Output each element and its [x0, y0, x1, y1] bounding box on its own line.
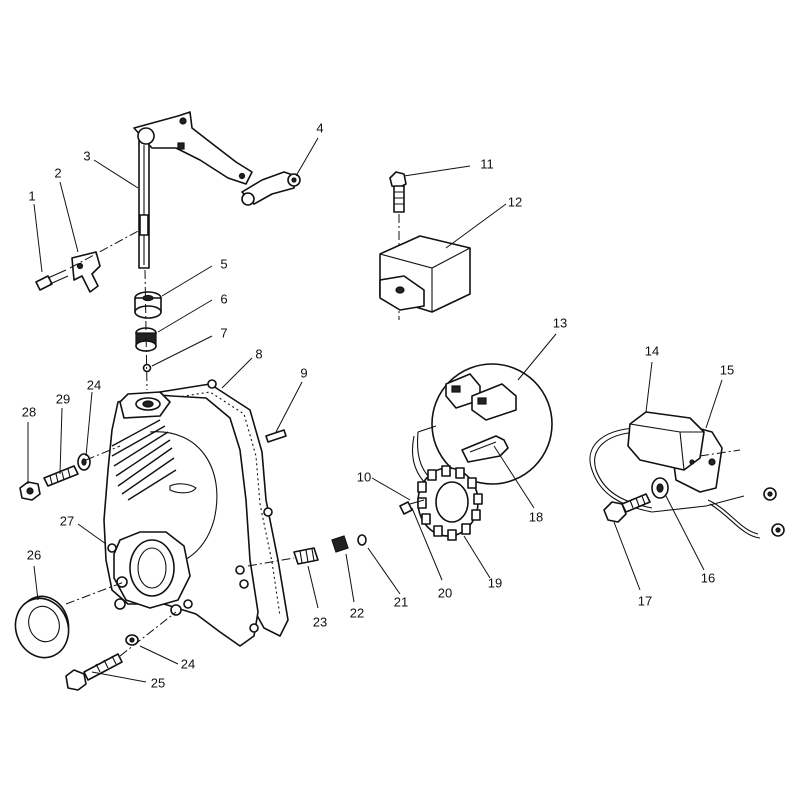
- rectifier-regulator[interactable]: [379, 235, 471, 313]
- hex-nut[interactable]: [19, 481, 41, 501]
- callout-24-lower: 24: [181, 656, 195, 671]
- ring-terminal-2[interactable]: [771, 523, 785, 537]
- callout-11: 11: [480, 156, 494, 171]
- stator-screw[interactable]: [399, 499, 425, 515]
- washer-upper[interactable]: [77, 453, 91, 471]
- callout-7: 7: [220, 325, 227, 340]
- governor-arm[interactable]: [133, 111, 253, 185]
- washer-lower[interactable]: [125, 634, 139, 646]
- callout-12: 12: [508, 194, 522, 209]
- stud[interactable]: [43, 465, 79, 487]
- callout-15: 15: [720, 362, 734, 377]
- callout-labels: 1 2 3 4 5 6 7 8 9 10 11 12 13 14 15 16 1…: [22, 120, 734, 690]
- callout-17: 17: [638, 593, 652, 608]
- governor-shaft[interactable]: [138, 139, 150, 269]
- callout-13: 13: [553, 315, 567, 330]
- spade-terminal[interactable]: [461, 435, 509, 463]
- callout-6: 6: [220, 291, 227, 306]
- o-ring[interactable]: [357, 534, 367, 546]
- shaft-bushing[interactable]: [134, 291, 162, 319]
- crankcase-cover[interactable]: [103, 379, 289, 647]
- connector-block-right[interactable]: [471, 383, 517, 421]
- callout-23: 23: [313, 614, 327, 629]
- bracket-screw[interactable]: [35, 269, 69, 291]
- callout-18: 18: [529, 509, 543, 524]
- callout-16: 16: [701, 570, 715, 585]
- callout-3: 3: [83, 148, 90, 163]
- callout-2: 2: [54, 165, 61, 180]
- callout-24-upper: 24: [87, 377, 101, 392]
- callout-19: 19: [488, 575, 502, 590]
- regulator-bolt[interactable]: [389, 171, 407, 213]
- cover-bolt[interactable]: [65, 653, 123, 691]
- dowel-pin[interactable]: [265, 429, 287, 443]
- leader-lines: [27, 137, 723, 683]
- callout-1: 1: [28, 188, 35, 203]
- ignition-bolt[interactable]: [603, 493, 651, 523]
- bracket[interactable]: [71, 251, 101, 293]
- callout-25: 25: [151, 675, 165, 690]
- callout-29: 29: [56, 391, 70, 406]
- callout-5: 5: [220, 256, 227, 271]
- callout-20: 20: [438, 585, 452, 600]
- callout-28: 28: [22, 404, 36, 419]
- ignition-module[interactable]: [627, 411, 705, 471]
- connector-detail-view: [431, 363, 553, 485]
- pipe-plug[interactable]: [293, 547, 319, 565]
- callout-27: 27: [60, 513, 74, 528]
- callout-4: 4: [316, 120, 323, 135]
- callout-8: 8: [255, 346, 262, 361]
- callout-22: 22: [350, 605, 364, 620]
- callout-21: 21: [394, 594, 408, 609]
- callout-14: 14: [645, 343, 659, 358]
- oil-seal[interactable]: [7, 589, 76, 665]
- drain-plug[interactable]: [331, 535, 349, 553]
- stator[interactable]: [417, 465, 483, 541]
- lock-washer[interactable]: [651, 477, 669, 499]
- callout-10: 10: [357, 469, 371, 484]
- callout-9: 9: [300, 365, 307, 380]
- ball-joint-link[interactable]: [241, 171, 301, 206]
- ring-terminal-1[interactable]: [763, 487, 777, 501]
- callout-26: 26: [27, 547, 41, 562]
